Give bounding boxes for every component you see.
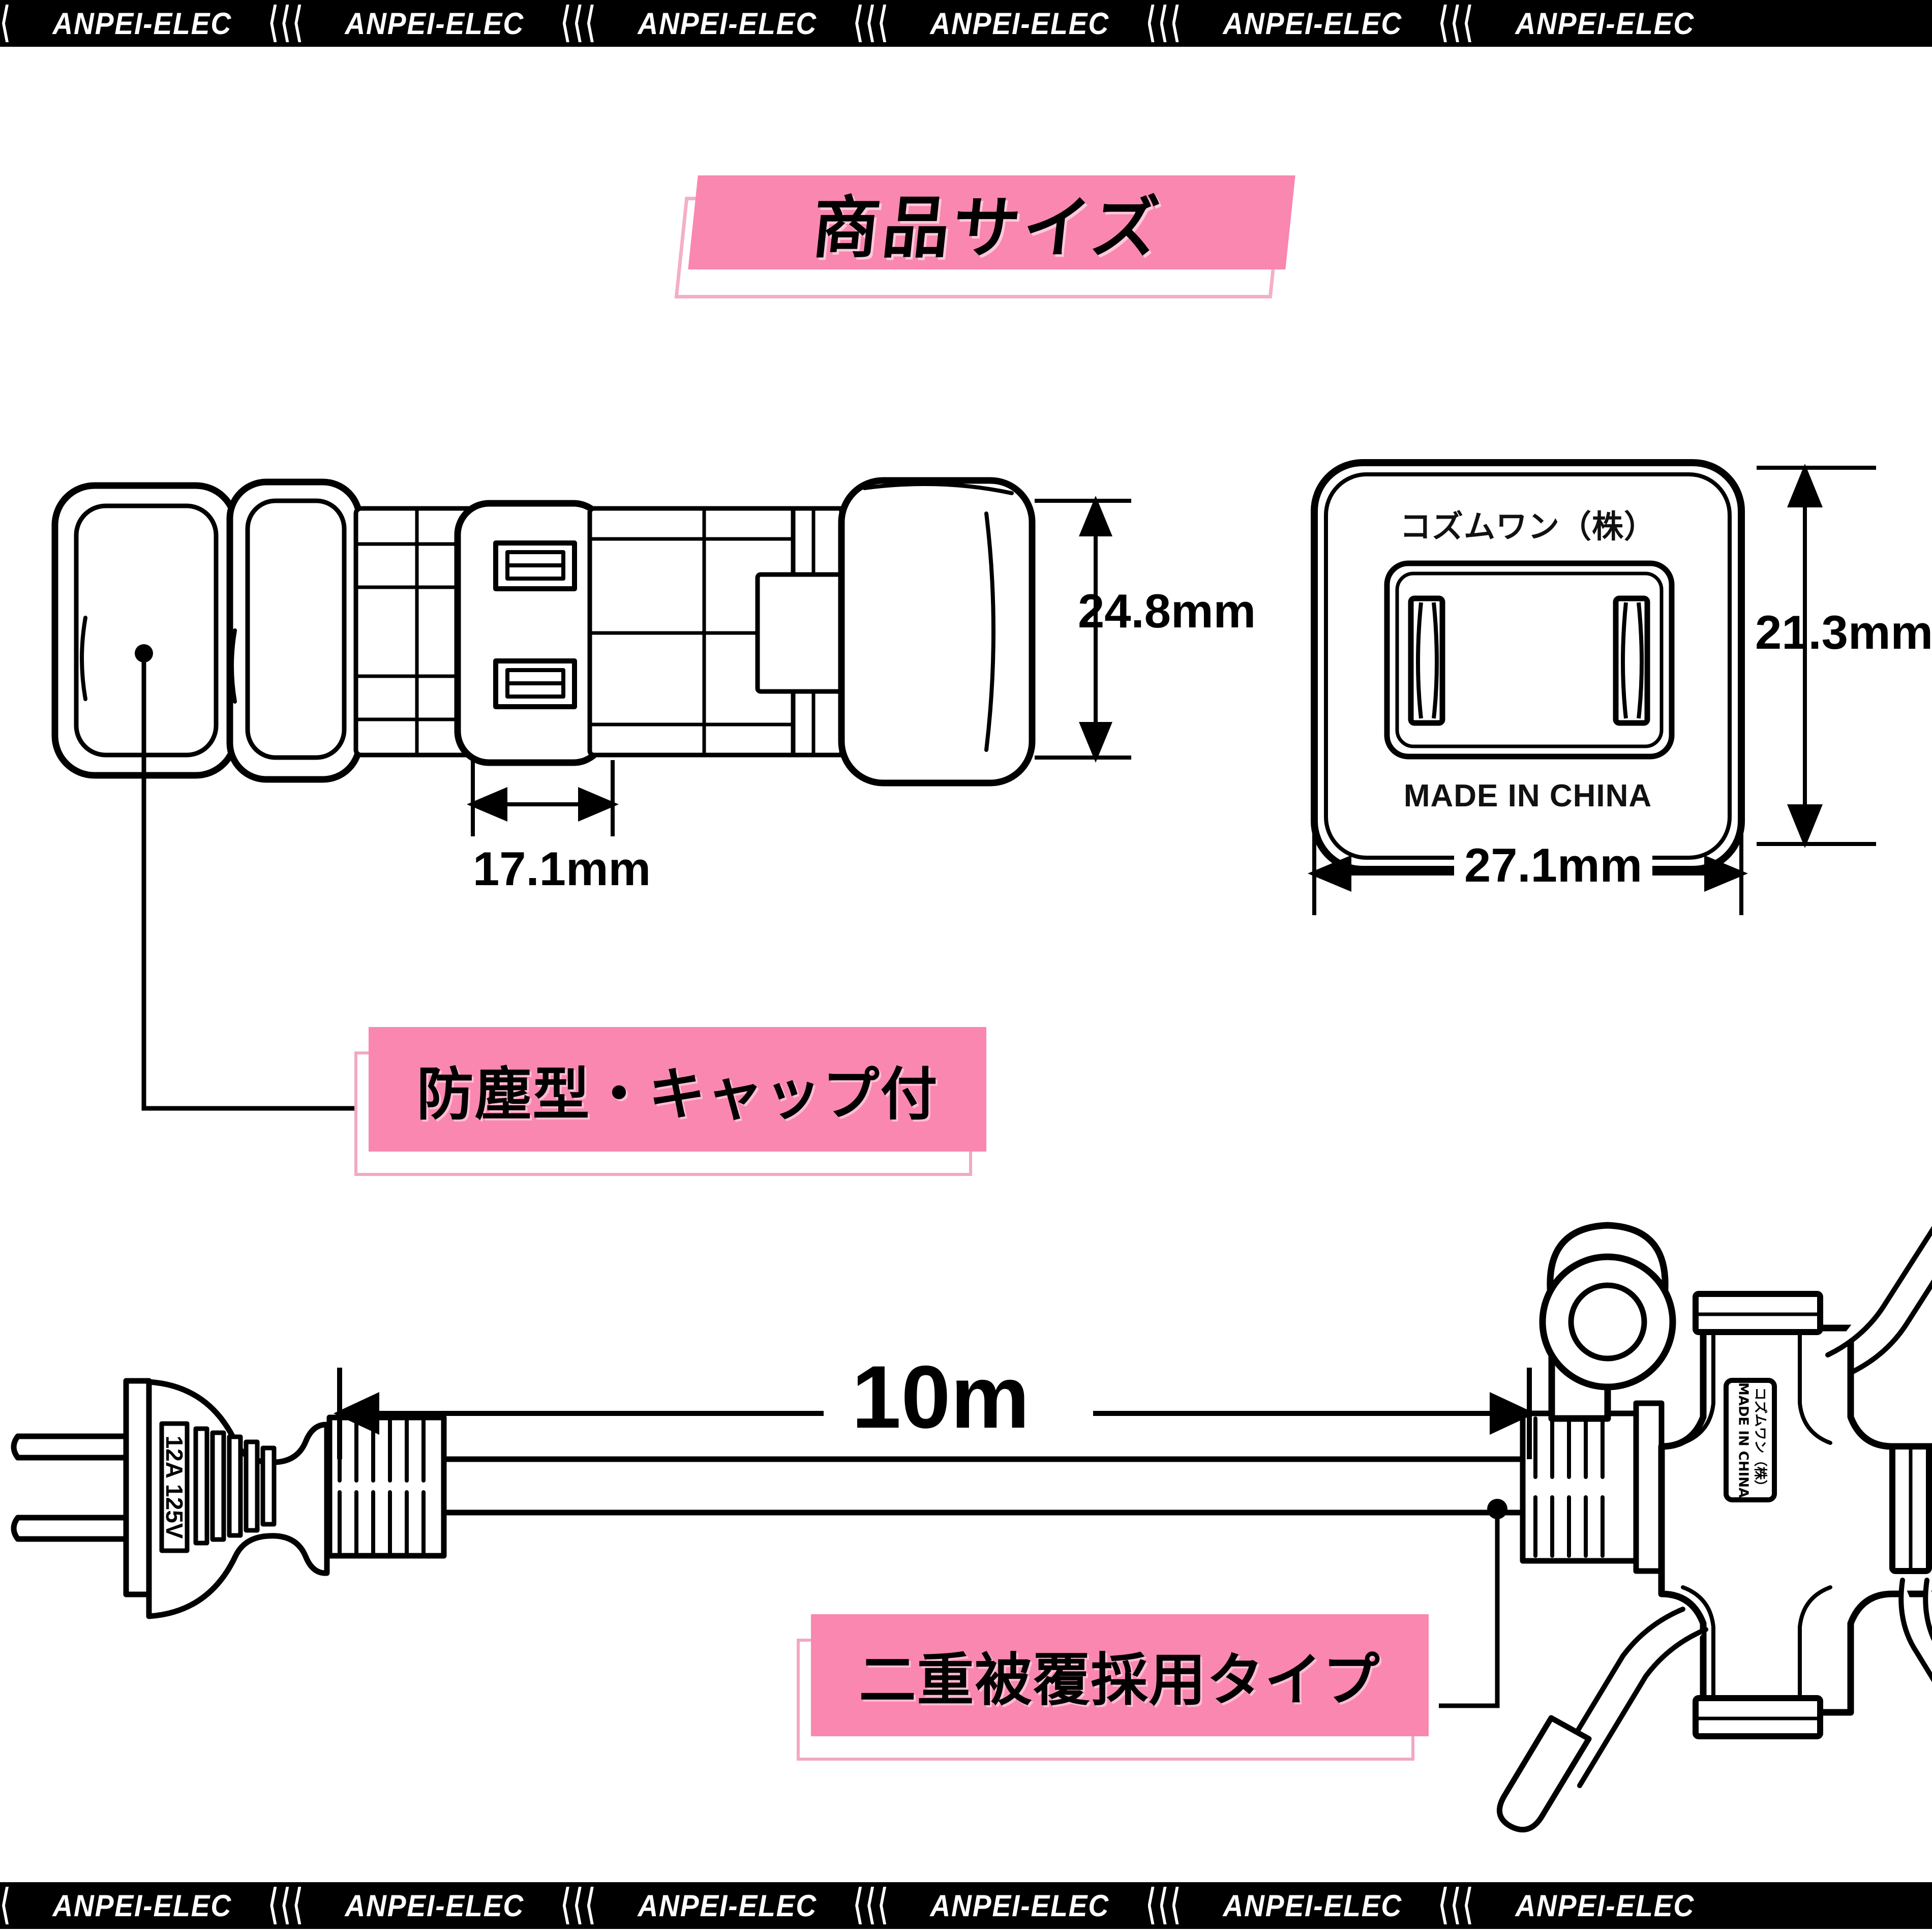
chevron-separator-icon bbox=[555, 1887, 608, 1924]
top-brand-band: ANPEI-ELEC ANPEI-ELEC ANPEI-ELEC ANPEI-E… bbox=[0, 0, 1932, 47]
brand-name: ANPEI-ELEC bbox=[930, 6, 1110, 41]
arrow-up-icon bbox=[1787, 464, 1823, 507]
chevron-separator-icon bbox=[555, 5, 608, 42]
bottom-brand-band: ANPEI-ELEC ANPEI-ELEC ANPEI-ELEC ANPEI-E… bbox=[0, 1882, 1932, 1929]
chevron-separator-icon bbox=[1432, 5, 1485, 42]
socket-origin-text: MADE IN CHINA bbox=[1403, 778, 1652, 813]
brand-name: ANPEI-ELEC bbox=[345, 6, 525, 41]
arrow-right-icon bbox=[1704, 855, 1748, 892]
brand-name: ANPEI-ELEC bbox=[930, 1888, 1110, 1923]
callout-dustproof-label: 防塵型・キャップ付 bbox=[369, 1027, 986, 1152]
arrow-up-icon bbox=[1079, 496, 1112, 536]
chevron-separator-icon bbox=[1140, 1887, 1193, 1924]
socket-brand-text: コズムワン（株） bbox=[1399, 508, 1656, 545]
chevron-separator-icon bbox=[847, 5, 900, 42]
arrow-down-icon bbox=[1079, 722, 1112, 763]
brand-track: ANPEI-ELEC ANPEI-ELEC ANPEI-ELEC ANPEI-E… bbox=[0, 5, 1725, 42]
brand-name: ANPEI-ELEC bbox=[638, 1888, 817, 1923]
chevron-separator-icon bbox=[262, 5, 315, 42]
arrow-down-icon bbox=[1787, 804, 1823, 848]
callout-double-insulation-label: 二重被覆採用タイプ bbox=[811, 1614, 1429, 1736]
chevron-separator-icon bbox=[1140, 5, 1193, 42]
brand-name: ANPEI-ELEC bbox=[1515, 1888, 1695, 1923]
chevron-separator-icon bbox=[0, 5, 22, 42]
brand-name: ANPEI-ELEC bbox=[52, 1888, 232, 1923]
arrow-left-icon bbox=[334, 1392, 379, 1435]
dimension-label-width-side: 17.1mm bbox=[473, 842, 651, 895]
chevron-separator-icon bbox=[0, 1887, 22, 1924]
callout-dustproof-cap: 防塵型・キャップ付 bbox=[354, 1027, 997, 1176]
brand-name: ANPEI-ELEC bbox=[1222, 6, 1402, 41]
brand-track: ANPEI-ELEC ANPEI-ELEC ANPEI-ELEC ANPEI-E… bbox=[0, 1887, 1725, 1924]
dimension-label-height-front: 21.3mm bbox=[1755, 606, 1932, 659]
dimension-label-cable-length: 10m bbox=[852, 1348, 1030, 1447]
callout-double-insulation: 二重被覆採用タイプ bbox=[797, 1614, 1441, 1761]
dimension-label-width-front: 27.1mm bbox=[1454, 838, 1653, 893]
arrow-left-icon bbox=[467, 787, 507, 822]
brand-name: ANPEI-ELEC bbox=[345, 1888, 525, 1923]
arrow-left-icon bbox=[1308, 855, 1351, 892]
chevron-separator-icon bbox=[847, 1887, 900, 1924]
arrow-right-icon bbox=[578, 787, 619, 822]
chevron-separator-icon bbox=[262, 1887, 315, 1924]
brand-name: ANPEI-ELEC bbox=[52, 6, 232, 41]
brand-name: ANPEI-ELEC bbox=[1515, 6, 1695, 41]
arrow-right-icon bbox=[1490, 1392, 1535, 1435]
brand-name: ANPEI-ELEC bbox=[638, 6, 817, 41]
dimension-label-height-side: 24.8mm bbox=[1078, 584, 1256, 638]
chevron-separator-icon bbox=[1432, 1887, 1485, 1924]
brand-name: ANPEI-ELEC bbox=[1222, 1888, 1402, 1923]
